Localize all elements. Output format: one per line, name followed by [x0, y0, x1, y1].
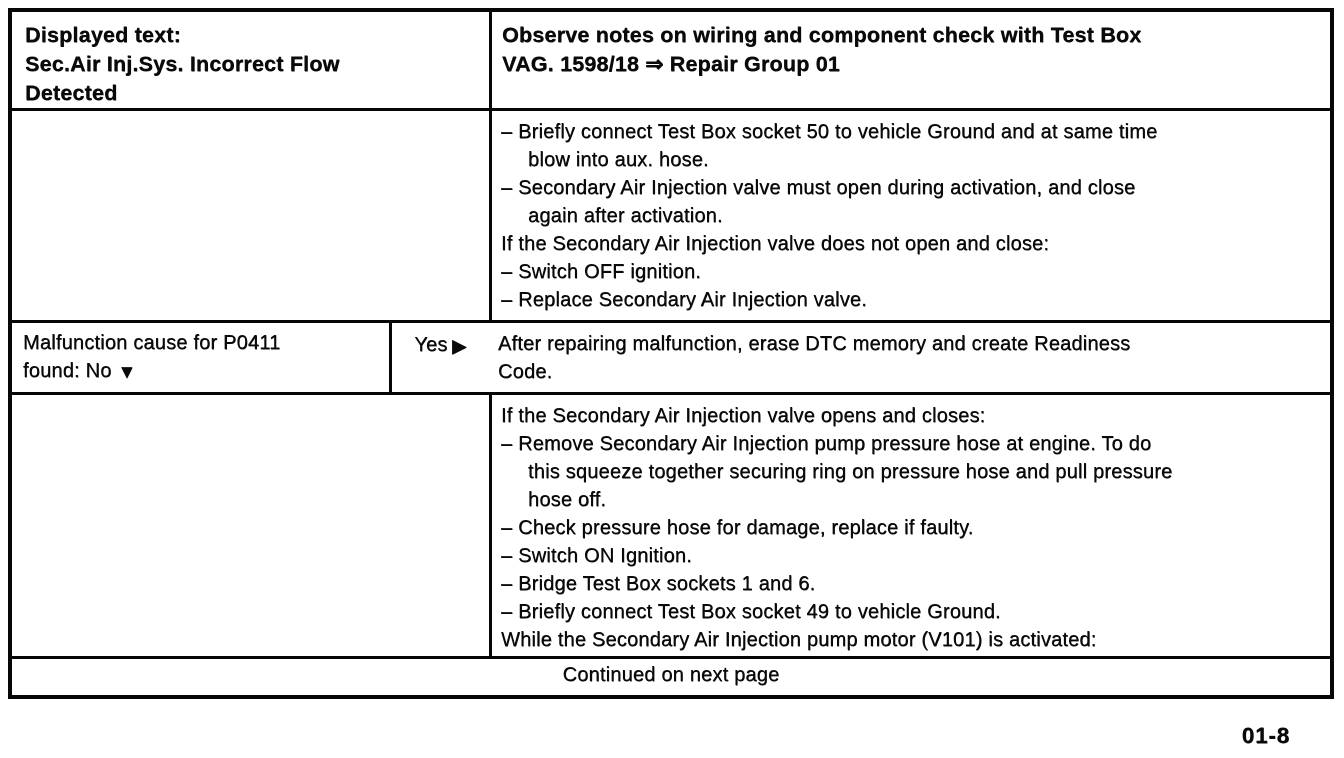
procedure-row-2: If the Secondary Air Injection valve ope… [12, 395, 1330, 659]
observe-notes-line: VAG. 1598/18 ⇒ Repair Group 01 [502, 52, 840, 76]
instruction-line: again after activation. [528, 205, 723, 227]
instruction-line: – Switch OFF ignition. [501, 261, 702, 283]
displayed-text-line: Sec.Air Inj.Sys. Incorrect Flow [25, 52, 340, 76]
diagnostic-table: Displayed text: Sec.Air Inj.Sys. Incorre… [8, 8, 1334, 699]
displayed-text-cell: Displayed text: Sec.Air Inj.Sys. Incorre… [12, 12, 492, 108]
question-line: Malfunction cause for P0411 [23, 332, 281, 354]
continued-row: Continued on next page [12, 659, 1330, 695]
repair-result-cell: After repairing malfunction, erase DTC m… [489, 323, 1330, 392]
instructions-cell-1: – Briefly connect Test Box socket 50 to … [492, 111, 1330, 320]
continued-label: Continued on next page [562, 664, 780, 686]
procedure-row-1: – Briefly connect Test Box socket 50 to … [12, 111, 1330, 323]
instruction-line: – Switch ON Ignition. [501, 545, 692, 567]
instruction-line: blow into aux. hose. [528, 149, 709, 171]
result-line: Code. [498, 361, 553, 383]
instruction-line: this squeeze together securing ring on p… [528, 461, 1173, 483]
instruction-line: If the Secondary Air Injection valve doe… [501, 233, 1050, 255]
yes-branch-cell: Yes ▶ [392, 323, 489, 392]
instruction-line: While the Secondary Air Injection pump m… [501, 629, 1097, 651]
observe-notes-line: Observe notes on wiring and component ch… [502, 23, 1142, 47]
empty-cell [12, 395, 492, 656]
page-number: 01-8 [1241, 723, 1290, 748]
empty-cell [12, 111, 492, 320]
result-line: After repairing malfunction, erase DTC m… [498, 333, 1131, 355]
header-row: Displayed text: Sec.Air Inj.Sys. Incorre… [12, 12, 1330, 111]
decision-row: Malfunction cause for P0411 found: No ▼ … [12, 323, 1330, 395]
instruction-line: – Briefly connect Test Box socket 50 to … [501, 121, 1158, 143]
instructions-cell-2: If the Secondary Air Injection valve ope… [492, 395, 1330, 656]
question-line: found: No ▼ [23, 357, 383, 386]
displayed-text-line: Detected [25, 81, 118, 105]
question-no-label: found: No [23, 360, 112, 382]
instruction-line: – Secondary Air Injection valve must ope… [501, 177, 1136, 199]
instruction-line: If the Secondary Air Injection valve ope… [501, 405, 986, 427]
displayed-text-title: Displayed text: [25, 23, 181, 47]
instruction-line: hose off. [528, 489, 607, 511]
instruction-line: – Briefly connect Test Box socket 49 to … [501, 601, 1001, 623]
observe-notes-cell: Observe notes on wiring and component ch… [492, 12, 1330, 108]
malfunction-question-cell: Malfunction cause for P0411 found: No ▼ [12, 323, 392, 392]
instruction-line: – Bridge Test Box sockets 1 and 6. [501, 573, 816, 595]
down-arrow-icon: ▼ [117, 362, 137, 383]
right-arrow-icon: ▶ [452, 336, 467, 357]
instruction-line: – Check pressure hose for damage, replac… [501, 517, 974, 539]
instruction-line: – Replace Secondary Air Injection valve. [501, 289, 867, 311]
instruction-line: – Remove Secondary Air Injection pump pr… [501, 433, 1152, 455]
yes-label: Yes [414, 334, 448, 356]
